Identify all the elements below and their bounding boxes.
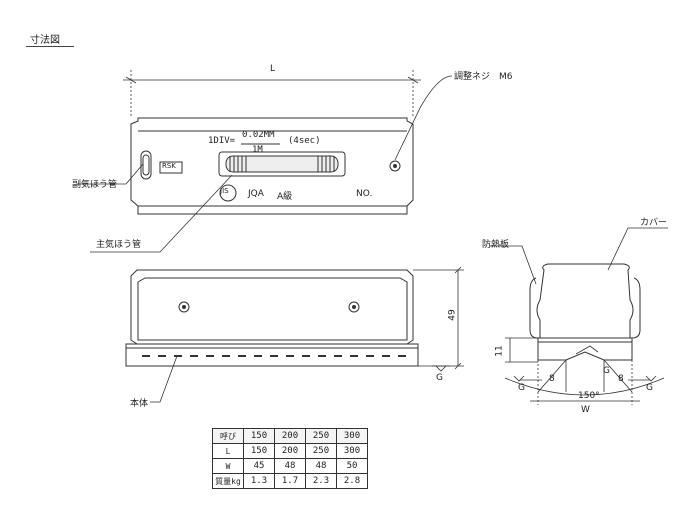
jqa-label: JQA [248,189,264,199]
table-cell: 45 [243,458,275,474]
table-row: W 45 48 48 50 [212,458,368,474]
table-row: 質量kg 1.3 1.7 2.3 2.8 [212,473,368,489]
logo-mark: RSK [162,162,176,170]
heat-plate-label: 防熱板 [482,240,510,250]
spec-table-header: 呼び 150 200 250 300 [212,428,368,444]
header-cell: 呼び [212,428,244,444]
width-w-label: W [581,405,590,415]
table-cell: 300 [336,443,368,459]
div-value: 0.02MM [242,130,275,140]
dimension-11 [505,337,538,363]
table-row: L 150 200 250 300 [212,443,368,459]
g-front-label: G [436,373,443,383]
g-left-label: G [518,383,525,393]
front-screw-right [348,301,360,313]
table-cell: 48 [274,458,306,474]
header-cell: 200 [274,428,306,444]
eight-left-label: 8 [549,374,555,384]
table-cell: 150 [243,443,275,459]
front-screw-left-center [182,305,186,309]
side-dimensions [504,359,665,405]
div-denominator: 1M [252,145,263,155]
sub-vial-inner [142,154,150,176]
vial-graduations [229,156,335,172]
leaders-top [76,75,453,253]
table-cell: 1.3 [243,473,275,489]
jis-label: JIS [220,187,229,195]
height-49-label: 49 [447,309,458,321]
header-cell: 300 [336,428,368,444]
front-screw-right-center [352,305,356,309]
body-label: 本体 [130,399,149,409]
sub-vial-label: 副気ほう管 [72,180,118,190]
adjust-screw-head [389,160,401,172]
side-view-heat-plate [529,277,539,339]
eight-right-label: 8 [618,374,624,384]
front-view-outline [130,269,414,345]
table-cell: 2.8 [336,473,368,489]
leaders-side [490,227,668,355]
header-cell: 250 [305,428,337,444]
angle-label: 150° [578,391,600,401]
row-label: L [212,443,244,459]
dimension-L [123,70,421,118]
table-cell: 48 [305,458,337,474]
table-cell: 250 [305,443,337,459]
side-view-cover [536,263,634,339]
header-cell: 150 [243,428,275,444]
drawing-title: 寸法図 [30,35,60,46]
table-cell: 50 [336,458,368,474]
height-11-label: 11 [494,345,505,357]
table-cell: 1.7 [274,473,306,489]
table-cell: 2.3 [305,473,337,489]
grade-label: A級 [277,192,293,202]
front-screw-left [178,301,190,313]
g-mid-label: G [603,366,610,376]
div-label: 1DIV= [208,136,236,146]
row-label: W [212,458,244,474]
main-vial-label: 主気ほう管 [96,240,142,250]
sub-vial [140,150,152,180]
length-label: L [270,64,276,74]
g-marker-front [432,365,450,372]
top-view [130,117,414,215]
main-vial [225,155,339,173]
front-view-base [125,343,419,367]
div-sec: (4sec) [288,136,321,146]
side-view-heat-plate-right [631,277,641,339]
front-view [125,269,419,367]
jis-mark [219,184,237,202]
side-view [529,263,641,361]
dimension-49 [413,266,464,370]
cover-label: カバー [640,218,668,228]
serial-no-label: NO. [356,189,373,199]
g-right-label: G [646,383,653,393]
row-label: 質量kg [212,473,244,489]
logo-box [159,161,183,174]
title-underline [26,46,74,47]
spec-table: 呼び 150 200 250 300 L 150 200 250 300 W 4… [212,428,368,489]
adjust-screw-center [393,164,397,168]
table-cell: 200 [274,443,306,459]
main-vial-window [218,151,346,177]
adjust-screw-label: 調整ネジ M6 [454,72,513,82]
leader-body [150,355,178,403]
front-view-cover [137,277,408,341]
